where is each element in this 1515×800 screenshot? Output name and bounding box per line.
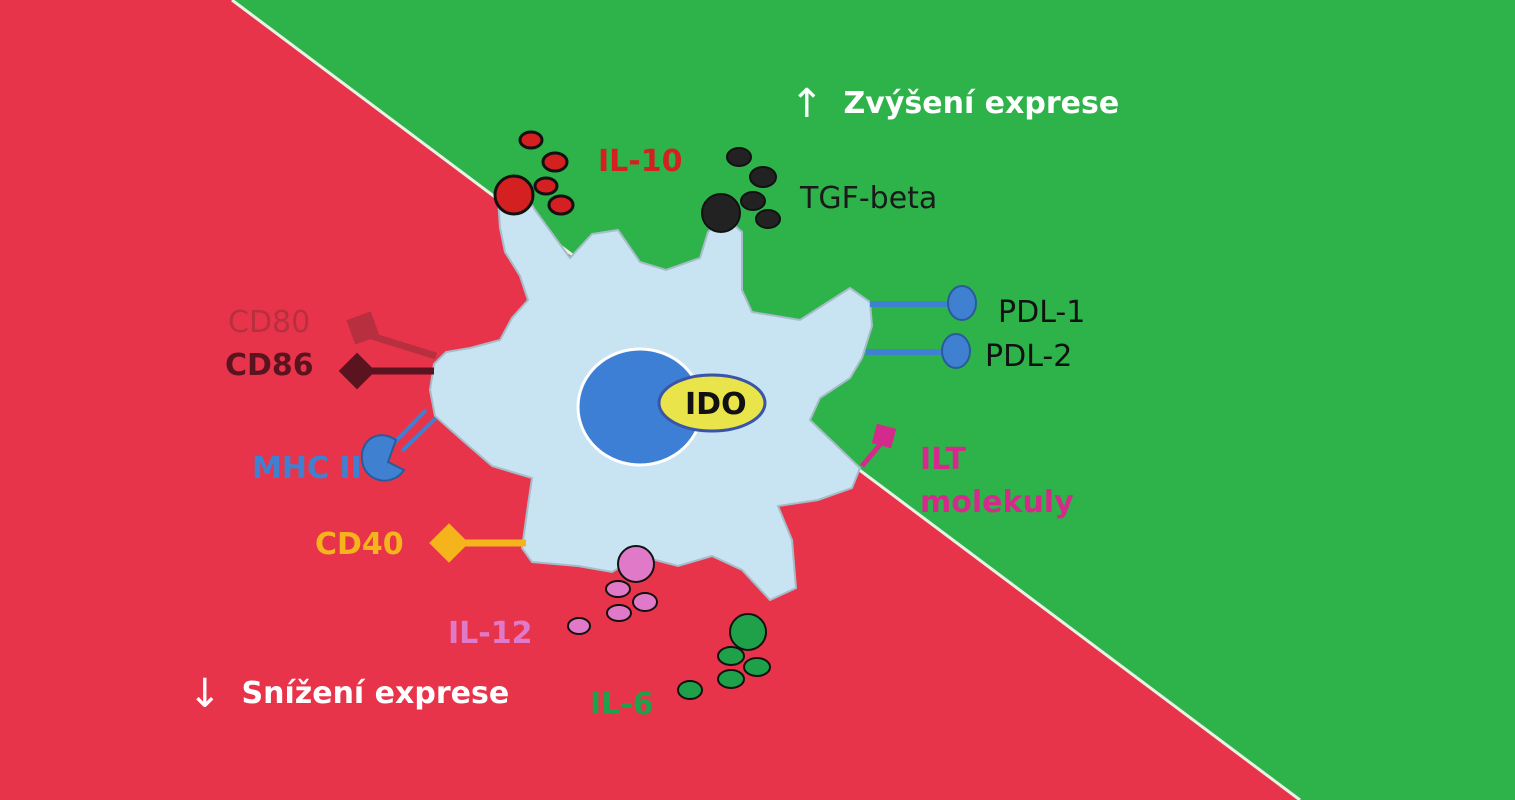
- il6-ball: [677, 680, 703, 700]
- il10-label: IL-10: [598, 144, 683, 179]
- cd86-label: CD86: [225, 348, 314, 383]
- increase-legend-label: Zvýšení exprese: [843, 86, 1120, 121]
- pdl1-label: PDL-1: [998, 295, 1086, 330]
- decrease-legend-label: Snížení exprese: [241, 676, 510, 711]
- ilt-receptor: [860, 423, 897, 468]
- cd80-label: CD80: [228, 305, 311, 340]
- il10-ball: [547, 194, 575, 216]
- tgf-beta-ball: [749, 166, 777, 188]
- cd40-label: CD40: [315, 527, 404, 562]
- mhc2-label: MHC II: [252, 451, 362, 486]
- decrease-legend: ↓ Snížení exprese: [188, 672, 509, 716]
- il10-ball: [533, 176, 559, 196]
- il6-cluster: [677, 613, 771, 700]
- il10-ball: [541, 151, 569, 173]
- il12-label: IL-12: [448, 616, 533, 651]
- pdl2-receptor: [866, 333, 971, 369]
- tgf-beta-label: TGF-beta: [800, 181, 938, 216]
- tgf-beta-ball: [755, 209, 781, 229]
- il12-large-ball: [617, 545, 655, 583]
- ido-badge: [657, 373, 767, 433]
- il12-ball: [605, 580, 631, 598]
- il6-large-ball: [729, 613, 767, 651]
- ido-label: IDO: [685, 387, 747, 422]
- increase-legend: ↑ Zvýšení exprese: [790, 82, 1119, 126]
- il10-large-ball: [493, 174, 535, 216]
- il6-ball: [717, 669, 745, 689]
- cd86-receptor: [338, 352, 434, 390]
- il6-label: IL-6: [590, 687, 654, 722]
- cd40-receptor: [429, 523, 526, 563]
- tgf-beta-ball: [726, 147, 752, 167]
- il10-ball: [518, 130, 544, 150]
- pdl2-label: PDL-2: [985, 339, 1073, 374]
- mhc2-receptor: [360, 408, 438, 482]
- il12-ball: [567, 617, 591, 635]
- il12-ball: [606, 604, 632, 622]
- ilt-label-line1: ILT: [920, 442, 966, 477]
- il6-ball: [743, 657, 771, 677]
- tgf-beta-ball: [740, 191, 766, 211]
- il12-cluster: [567, 545, 658, 635]
- ilt-label-line2: molekuly: [920, 485, 1074, 520]
- tgf-beta-cluster: [701, 147, 781, 233]
- tgf-beta-large-ball: [701, 193, 741, 233]
- down-arrow-icon: ↓: [188, 671, 222, 717]
- cd80-receptor: [346, 311, 438, 360]
- il12-ball: [632, 592, 658, 612]
- pdl1-receptor: [870, 285, 977, 321]
- il6-ball: [717, 646, 745, 666]
- up-arrow-icon: ↑: [790, 81, 824, 127]
- il10-cluster: [493, 130, 575, 216]
